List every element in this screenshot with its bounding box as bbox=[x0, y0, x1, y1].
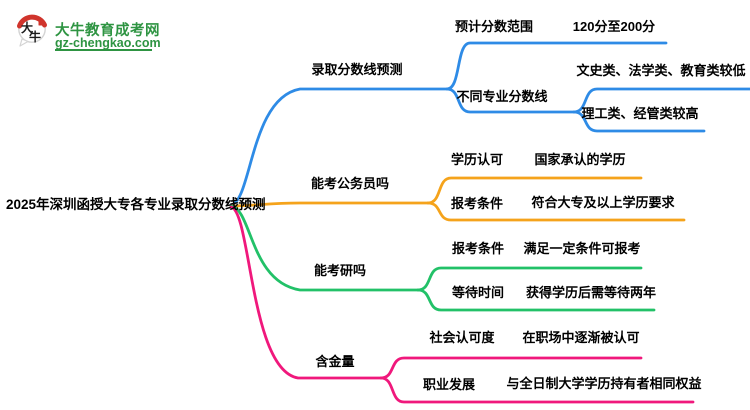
branch-lines-score-prediction bbox=[229, 41, 750, 207]
node-career-development-value: 与全日制大学学历持有者相同权益 bbox=[506, 376, 702, 391]
logo-seal bbox=[38, 21, 43, 26]
branch-lines-postgraduate bbox=[229, 204, 656, 312]
node-diploma-recognition: 学历认可 bbox=[450, 152, 504, 167]
brand-underline bbox=[55, 49, 152, 51]
node-pg-apply-conditions: 报考条件 bbox=[451, 241, 505, 256]
logo-char-da: 大 bbox=[21, 20, 33, 35]
node-civil-apply-conditions-value: 符合大专及以上学历要求 bbox=[531, 195, 675, 210]
node-expected-score-range: 预计分数范围 bbox=[454, 19, 534, 34]
branch-curve bbox=[416, 288, 656, 312]
brand-site-name: 大牛教育成考网 bbox=[55, 23, 160, 39]
node-diploma-recognition-value: 国家承认的学历 bbox=[534, 152, 626, 167]
brand-site-url: gz-chengkao.com bbox=[55, 36, 161, 50]
branch-lines-civil-servant bbox=[229, 176, 686, 222]
branch-curve bbox=[445, 41, 668, 91]
node-branch-diploma-value: 含金量 bbox=[315, 354, 355, 369]
logo-char-niu: 牛 bbox=[29, 29, 41, 44]
branch-curve bbox=[229, 87, 449, 207]
node-different-major-scores: 不同专业分数线 bbox=[456, 89, 548, 104]
node-civil-apply-conditions: 报考条件 bbox=[450, 196, 504, 211]
branch-curve bbox=[229, 205, 383, 380]
node-expected-score-range-value: 120分至200分 bbox=[572, 19, 656, 34]
branch-curve bbox=[426, 201, 686, 222]
node-pg-apply-conditions-value: 满足一定条件可报考 bbox=[523, 241, 641, 256]
brand-logo: 大 牛 大牛教育成考网 gz-chengkao.com bbox=[16, 11, 236, 57]
node-branch-postgraduate: 能考研吗 bbox=[313, 263, 367, 278]
branch-curve bbox=[379, 356, 643, 380]
branch-lines-diploma-value bbox=[229, 205, 695, 404]
branch-curve bbox=[445, 87, 576, 114]
node-social-recognition: 社会认可度 bbox=[429, 330, 495, 345]
node-career-development: 职业发展 bbox=[422, 377, 476, 392]
branch-curve bbox=[379, 376, 695, 404]
node-branch-civil-servant: 能考公务员吗 bbox=[310, 176, 390, 191]
node-waiting-time-value: 获得学历后需等待两年 bbox=[525, 285, 657, 300]
node-root: 2025年深圳函授大专各专业录取分数线预测 bbox=[6, 197, 266, 212]
node-branch-score-prediction: 录取分数线预测 bbox=[311, 62, 403, 77]
node-social-recognition-value: 在职场中逐渐被认可 bbox=[522, 330, 640, 345]
node-science-higher: 理工类、经管类较高 bbox=[581, 106, 699, 121]
node-liberal-arts-lower: 文史类、法学类、教育类较低 bbox=[576, 63, 746, 78]
node-waiting-time: 等待时间 bbox=[451, 285, 505, 300]
branch-curve bbox=[229, 204, 420, 292]
branch-curve bbox=[572, 110, 706, 133]
branch-curve bbox=[229, 201, 430, 208]
brand-logo-icon: 大 牛 bbox=[17, 14, 47, 47]
